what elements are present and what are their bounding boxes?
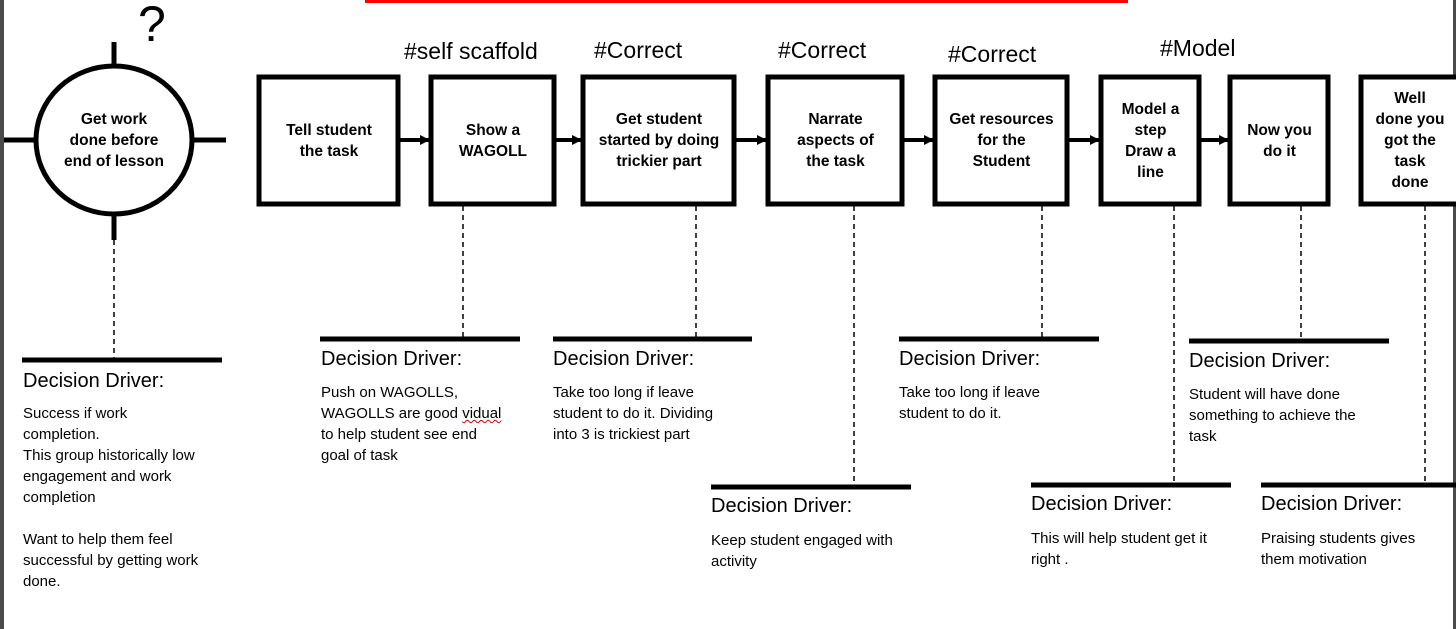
driver-title-4: Decision Driver: — [711, 495, 853, 517]
box-label-model: Model a step Draw a line — [1121, 100, 1180, 181]
driver-body-6: This will help student get it right . — [1031, 530, 1207, 568]
tag-correct-3: #Correct — [948, 41, 1037, 67]
driver-title-2: Decision Driver: — [321, 348, 463, 370]
box-label-narrate: Narrate aspects of the task — [797, 111, 874, 170]
box-label-get-started: Get student started by doing trickier pa… — [598, 111, 720, 170]
driver-title-7: Decision Driver: — [1189, 350, 1331, 372]
driver-body-8: Praising students gives them motivation — [1261, 530, 1416, 568]
tag-correct-1: #Correct — [594, 37, 683, 63]
start-label: Get work done before end of lesson — [64, 110, 164, 170]
driver-title-6: Decision Driver: — [1031, 493, 1173, 515]
tag-correct-2: #Correct — [778, 37, 867, 63]
driver-body-2: Push on WAGOLLS, WAGOLLS are good vidual… — [321, 382, 501, 466]
driver-body-2-post: to help student see end goal of task — [321, 426, 477, 464]
driver-title-5: Decision Driver: — [899, 348, 1041, 370]
driver-body-7: Student will have done something to achi… — [1189, 386, 1356, 445]
tag-self-scaffold: #self scaffold — [404, 38, 538, 64]
driver-body-5: Take too long if leave student to do it. — [899, 384, 1040, 422]
top-red-bar — [365, 0, 1128, 3]
box-label-show-wagoll: Show a WAGOLL — [458, 121, 528, 160]
box-label-resources: Get resources for the Student — [949, 111, 1054, 170]
driver-body-2-pre: Push on WAGOLLS, WAGOLLS are good — [321, 384, 459, 422]
box-label-now-you: Now you do it — [1247, 121, 1312, 160]
question-mark: ? — [138, 0, 166, 52]
driver-title-8: Decision Driver: — [1261, 493, 1403, 515]
right-window-edge — [1453, 0, 1456, 629]
box-label-tell-student: Tell student the task — [286, 121, 372, 160]
box-show-wagoll — [428, 74, 557, 207]
tag-model: #Model — [1160, 35, 1236, 61]
box-model — [1098, 74, 1202, 207]
driver-body-1: Success if work completion. This group h… — [23, 405, 199, 590]
box-now-you — [1227, 74, 1331, 207]
driver-title-3: Decision Driver: — [553, 348, 695, 370]
box-tell-student — [256, 74, 401, 207]
box-label-well-done: Well done you got the task done — [1375, 90, 1445, 191]
driver-body-4: Keep student engaged with activity — [711, 532, 893, 570]
driver-body-2-misspelled: vidual — [462, 405, 502, 422]
driver-title-1: Decision Driver: — [23, 370, 165, 392]
box-well-done — [1358, 74, 1456, 207]
driver-body-3: Take too long if leave student to do it.… — [553, 384, 714, 443]
start-circle — [33, 63, 195, 217]
left-window-edge — [0, 0, 4, 629]
